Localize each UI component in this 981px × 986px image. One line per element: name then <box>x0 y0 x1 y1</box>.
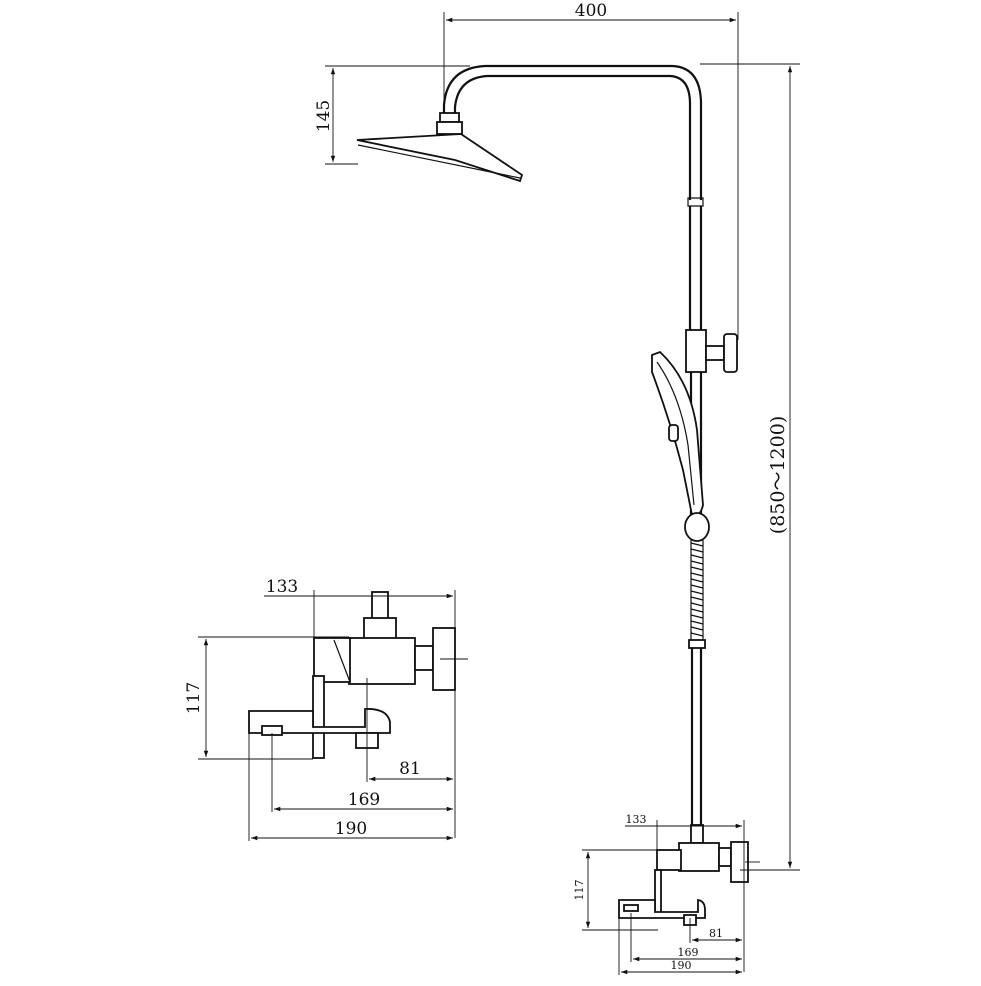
dim-label-117-small: 117 <box>573 880 586 901</box>
slider-knob-stem <box>705 345 725 361</box>
large-mixer-wall-plate <box>312 675 325 759</box>
small-mixer-left-block <box>656 849 682 871</box>
dim-label-190-small: 190 <box>671 959 692 972</box>
rain-shower-head <box>356 133 524 183</box>
large-mixer-top-nut <box>363 617 397 641</box>
head-connector-nut <box>439 112 460 123</box>
large-mixer-left-block <box>313 637 351 683</box>
large-mixer-stem <box>414 645 434 671</box>
dim-label-169-small: 169 <box>678 946 699 959</box>
dim-label-column-height: (850～1200) <box>767 416 789 534</box>
dim-label-81-large: 81 <box>399 759 421 779</box>
small-mixer-spout <box>618 898 706 919</box>
hand-shower-face <box>656 361 695 506</box>
dimension-lines <box>198 12 800 975</box>
column-base-connector <box>690 824 704 844</box>
shower-arm-outer <box>442 64 703 200</box>
dim-label-117-large: 117 <box>184 682 204 714</box>
large-mixer-spout <box>248 708 391 734</box>
dim-label-400: 400 <box>575 1 607 21</box>
dim-label-133-small: 133 <box>626 813 647 826</box>
shower-head-face <box>357 144 521 179</box>
small-mixer-stem <box>718 847 732 867</box>
small-mixer-body <box>678 842 720 872</box>
column-joint <box>687 197 704 207</box>
hand-shower-holder <box>684 512 710 542</box>
hose-nut <box>688 639 706 649</box>
shower-hose <box>690 540 704 642</box>
hand-shower-button <box>668 424 679 442</box>
large-mixer-body <box>348 637 416 685</box>
small-mixer <box>618 841 760 926</box>
dim-label-169-large: 169 <box>348 790 380 810</box>
dim-label-190-large: 190 <box>335 819 367 839</box>
slider-bracket <box>685 329 707 373</box>
dim-label-133-large: 133 <box>266 577 298 597</box>
head-ball-joint <box>436 121 463 135</box>
slider-knob <box>723 333 738 373</box>
dim-label-81-small: 81 <box>709 927 723 940</box>
large-mixer <box>248 591 468 759</box>
dim-label-145: 145 <box>314 100 334 132</box>
shower-arm-inner <box>453 74 692 200</box>
dimension-labels: 400 145 (850～1200) 133 117 81 169 190 13… <box>184 1 789 972</box>
shower-column-assembly <box>356 64 760 926</box>
small-mixer-aerator <box>623 904 639 912</box>
